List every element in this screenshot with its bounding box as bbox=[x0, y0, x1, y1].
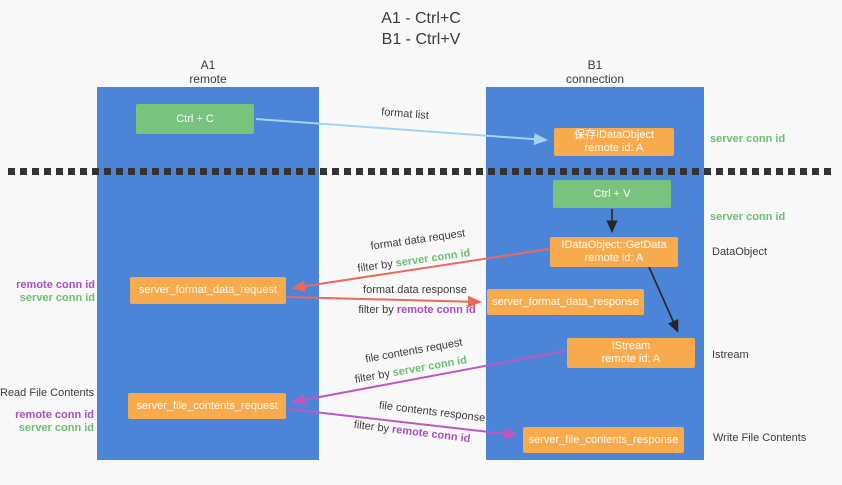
remote-conn-id-text: remote conn id bbox=[391, 423, 472, 446]
getdata-line2: remote id: A bbox=[584, 252, 644, 264]
server-format-data-response-label: server_format_data_response bbox=[492, 295, 639, 308]
right-server-conn-id-mid: server conn id bbox=[710, 211, 786, 223]
left-server-conn-id-1: server conn id bbox=[19, 292, 95, 304]
left-conn-ids-top: remote conn id server conn id bbox=[0, 279, 95, 305]
format-data-response-label: format data response bbox=[363, 284, 467, 296]
left-remote-conn-id-2: remote conn id bbox=[15, 409, 94, 421]
filter-by-text: filter by bbox=[353, 418, 393, 436]
format-data-response-filter-label: filter by remote conn id bbox=[337, 304, 497, 317]
dotted-divider bbox=[8, 168, 834, 175]
save-idataobject-line1: 保存IDataObject bbox=[573, 129, 655, 141]
left-remote-conn-id-1: remote conn id bbox=[16, 279, 95, 291]
istream-line2: remote id: A bbox=[601, 353, 661, 365]
ctrl-c-label: Ctrl + C bbox=[176, 112, 214, 125]
ctrl-v-node: Ctrl + V bbox=[553, 180, 671, 208]
left-server-conn-id-2: server conn id bbox=[18, 422, 94, 434]
format-list-label: format list bbox=[380, 106, 430, 122]
getdata-line1: IDataObject::GetData bbox=[561, 239, 667, 251]
server-file-contents-response-label: server_file_contents_response bbox=[528, 433, 679, 446]
lifeline-a1-subtitle: remote bbox=[189, 72, 227, 86]
save-idataobject-line2: remote id: A bbox=[584, 142, 644, 154]
lifeline-b1-subtitle: connection bbox=[565, 72, 625, 86]
server-file-contents-response-node: server_file_contents_response bbox=[523, 427, 684, 453]
write-file-contents-label: Write File Contents bbox=[713, 432, 807, 444]
lifeline-header-a1: A1 remote bbox=[128, 58, 288, 86]
title-line-2: B1 - Ctrl+V bbox=[381, 31, 461, 48]
lifeline-b1-name: B1 bbox=[587, 58, 603, 72]
lifeline-a1-name: A1 bbox=[200, 58, 216, 72]
diagram-title: A1 - Ctrl+C B1 - Ctrl+V bbox=[0, 8, 842, 50]
server-format-data-response-node: server_format_data_response bbox=[487, 289, 644, 315]
istream-side-label: Istream bbox=[712, 349, 749, 361]
read-file-contents-label: Read File Contents bbox=[0, 387, 95, 399]
server-format-data-request-node: server_format_data_request bbox=[130, 277, 286, 304]
server-file-contents-request-node: server_file_contents_request bbox=[128, 393, 286, 419]
filter-by-text: filter by bbox=[356, 257, 397, 275]
title-line-1: A1 - Ctrl+C bbox=[381, 10, 461, 27]
filter-by-text: filter by bbox=[353, 367, 394, 386]
left-conn-ids-bottom: remote conn id server conn id bbox=[0, 409, 94, 435]
lifeline-header-b1: B1 connection bbox=[515, 58, 675, 86]
ctrl-v-label: Ctrl + V bbox=[593, 187, 631, 200]
save-idataobject-node: 保存IDataObject remote id: A bbox=[554, 128, 674, 156]
right-server-conn-id-top: server conn id bbox=[710, 133, 786, 145]
dataobject-label: DataObject bbox=[712, 246, 768, 258]
istream-node: IStream remote id: A bbox=[567, 338, 695, 368]
remote-conn-id-text: remote conn id bbox=[396, 304, 476, 316]
istream-line1: IStream bbox=[611, 340, 651, 352]
ctrl-c-node: Ctrl + C bbox=[136, 104, 254, 134]
server-conn-id-text: server conn id bbox=[394, 247, 472, 270]
filter-by-text: filter by bbox=[358, 304, 397, 316]
server-format-data-request-label: server_format_data_request bbox=[138, 284, 278, 296]
server-file-contents-request-label: server_file_contents_request bbox=[136, 399, 278, 412]
getdata-node: IDataObject::GetData remote id: A bbox=[550, 237, 678, 267]
